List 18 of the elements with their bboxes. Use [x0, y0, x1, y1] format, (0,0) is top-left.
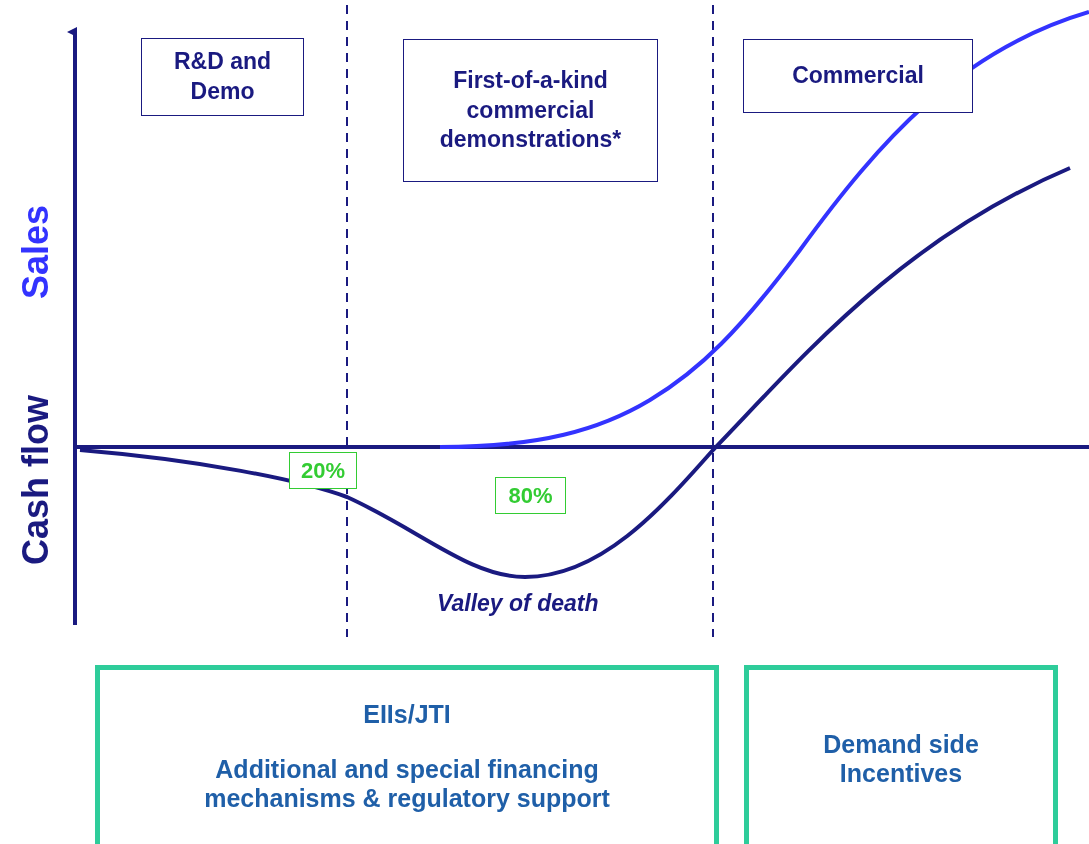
percentage-value: 80% — [508, 482, 553, 509]
curve-annotation: Valley of death — [437, 590, 599, 617]
panel-description: Demand side Incentives — [822, 730, 980, 788]
phase-box — [141, 38, 304, 116]
axis-title: Sales — [15, 205, 57, 300]
phase-title: R&D and Demo — [172, 47, 273, 106]
phase-title: First-of-a-kind commercial demonstrations* — [438, 65, 623, 155]
support-panel — [744, 665, 1058, 844]
percentage-box — [289, 452, 357, 489]
axis-title: Cash flow — [15, 395, 57, 565]
panel-heading: EIIs/JTI — [363, 700, 451, 729]
percentage-box — [495, 477, 566, 514]
phase-title: Commercial — [792, 61, 924, 91]
panel-description: Additional and special financing mechanisms & regulatory support — [203, 755, 611, 813]
phase-box — [403, 39, 658, 182]
percentage-value: 20% — [300, 457, 345, 484]
support-panel — [95, 665, 719, 844]
phase-box — [743, 39, 973, 113]
